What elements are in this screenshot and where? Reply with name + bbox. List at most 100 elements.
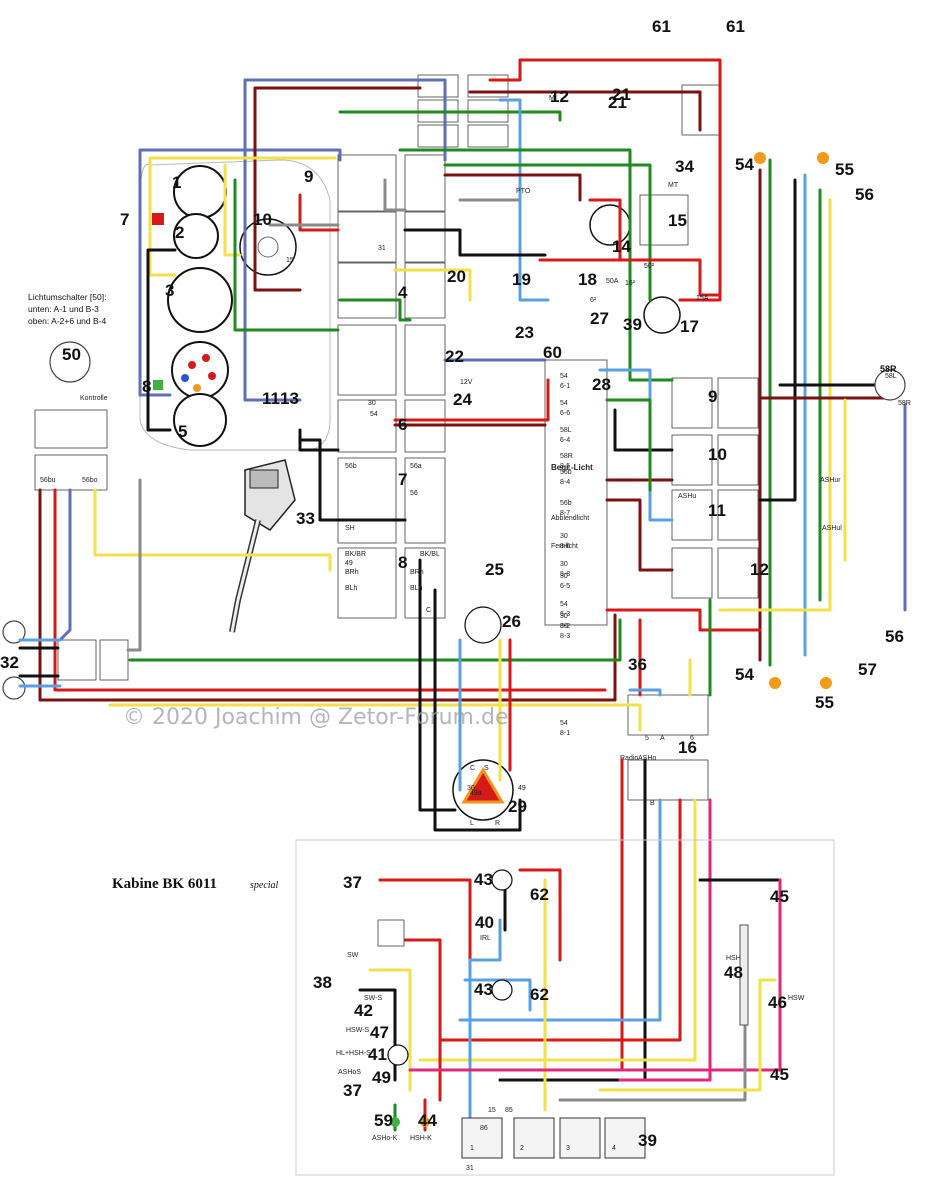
terminal-label-23: ASHo <box>638 755 656 762</box>
component-number-10-repeat: 10 <box>708 445 727 464</box>
connector-block-6 <box>337 399 397 453</box>
hazard-triangle-icon <box>461 767 505 804</box>
component-number-21-repeat: 21 <box>608 93 627 112</box>
steering-column-switch-33 <box>229 459 296 633</box>
terminal-label-1: 56a <box>410 463 422 470</box>
pin-label-8: C <box>470 765 475 772</box>
pin-label-15: 31 <box>466 1165 474 1172</box>
fuse-label-6-5: 6-5 <box>560 583 570 590</box>
terminal-label-27: IRL <box>480 935 491 942</box>
connector-16-b <box>627 759 709 801</box>
terminal-label-19: 15A <box>696 295 709 302</box>
indicator-blue-lamp <box>181 374 189 382</box>
component-number-61: 61 <box>652 17 671 36</box>
fuse-label-8-2: 8-2 <box>560 623 570 630</box>
relay-block-18 <box>34 454 108 491</box>
cabin-frame <box>295 839 835 1176</box>
component-number-41: 41 <box>368 1045 387 1064</box>
fuse-value-0: 54 <box>560 373 568 380</box>
component-number-18: 18 <box>578 270 597 289</box>
fuse-value-9: 54 <box>560 601 568 608</box>
starter-17 <box>643 296 681 334</box>
watermark: © 2020 Joachim @ Zetor-Forum.de <box>123 705 508 730</box>
indicator-red-lamp <box>208 372 216 380</box>
terminal-label-39: 56bo <box>82 477 98 484</box>
fuse-label-6-4: 6-4 <box>560 437 570 444</box>
terminal-label-13: 58L <box>885 373 897 380</box>
terminal-label-0: 56b <box>345 463 357 470</box>
component-number-10: 10 <box>253 210 272 229</box>
terminal-label-2: 56 <box>410 490 418 497</box>
wiper-motor-43-top <box>491 869 513 891</box>
fuse-label-8-7: 8-7 <box>560 510 570 517</box>
component-number-8-repeat: 8 <box>398 553 407 572</box>
terminal-label-5: BK/BL <box>420 551 440 558</box>
component-number-54: 54 <box>735 155 754 174</box>
connector-block-9 <box>671 377 713 429</box>
terminal-label-7: BLh <box>345 585 358 592</box>
component-number-60: 60 <box>543 343 562 362</box>
pin-label-5: 6 <box>690 735 694 742</box>
component-number-22: 22 <box>445 347 464 366</box>
lamp-59 <box>390 1117 400 1127</box>
component-number-12: 12 <box>550 87 569 106</box>
component-number-2: 2 <box>175 223 184 242</box>
terminal-label-36: HSH-K <box>410 1135 432 1142</box>
component-number-9: 9 <box>304 167 313 186</box>
pin-label-10: R <box>495 820 500 827</box>
terminal-label-42: 50² <box>644 263 655 270</box>
pin-label-6: A <box>660 735 665 742</box>
component-number-4-repeat: 4 <box>398 283 408 302</box>
connector-block-4b <box>404 262 446 319</box>
connector-19-top-r <box>467 74 509 98</box>
component-number-43-repeat: 43 <box>474 980 493 999</box>
terminal-label-6: BRh <box>345 569 359 576</box>
connector-32-b <box>99 639 129 681</box>
component-number-9-repeat: 9 <box>708 387 717 406</box>
component-number-38: 38 <box>313 973 332 992</box>
component-number-11: 11 <box>262 389 280 408</box>
cabin-title-special: special <box>250 880 279 891</box>
relay-block-18-top <box>34 409 108 449</box>
fuse-label-6-6: 6-6 <box>560 410 570 417</box>
fuse-label-6-3: 6-3 <box>560 611 570 618</box>
terminal-label-4: BK/BR <box>345 551 366 558</box>
terminal-label-9: BLh <box>410 585 423 592</box>
component-number-36: 36 <box>628 655 647 674</box>
ignition-key-slot <box>257 236 279 258</box>
connector-block-7 <box>337 457 397 544</box>
component-number-8: 8 <box>142 377 151 396</box>
gauge-3 <box>167 267 233 333</box>
pin-label-17: 85 <box>505 1107 513 1114</box>
component-number-26: 26 <box>502 612 521 631</box>
component-number-48: 48 <box>724 963 743 982</box>
component-number-54-repeat: 54 <box>735 665 754 684</box>
terminal-label-8: BRh <box>410 569 424 576</box>
indicator-red-lamp <box>188 361 196 369</box>
fuse-value-4: 56b <box>560 469 572 476</box>
component-number-49: 49 <box>372 1068 391 1087</box>
switch-41 <box>387 1044 409 1066</box>
component-number-62: 62 <box>530 885 549 904</box>
terminal-label-26: ASHu <box>678 493 696 500</box>
wiper-motor-43-bottom <box>491 979 513 1001</box>
indicator-lamp-54-bottom <box>769 677 781 689</box>
fuse-value-5: 56b <box>560 500 572 507</box>
fuse-value-1: 54 <box>560 400 568 407</box>
terminal-label-32: HSW-S <box>346 1027 370 1034</box>
pin-label-11: S <box>484 765 489 772</box>
component-number-16: 16 <box>678 738 697 757</box>
terminal-label-35: ASHo-K <box>372 1135 398 1142</box>
fuse-value-7: 30 <box>560 561 568 568</box>
fuse-label-6-1: 6-1 <box>560 383 570 390</box>
cab-relay-2 <box>513 1117 555 1159</box>
cab-relay-4 <box>604 1117 646 1159</box>
terminal-label-38: 56bu <box>40 477 56 484</box>
terminal-label-17: 15 <box>286 257 294 264</box>
connector-block-9b <box>717 377 759 429</box>
terminal-label-33: HL+HSH-S <box>336 1050 371 1057</box>
component-number-5: 5 <box>178 422 187 441</box>
gauge-2 <box>173 213 219 259</box>
connector-block-8b <box>404 547 446 619</box>
light-switch-note-line-2: unten: A-1 und B-3 <box>28 304 99 314</box>
